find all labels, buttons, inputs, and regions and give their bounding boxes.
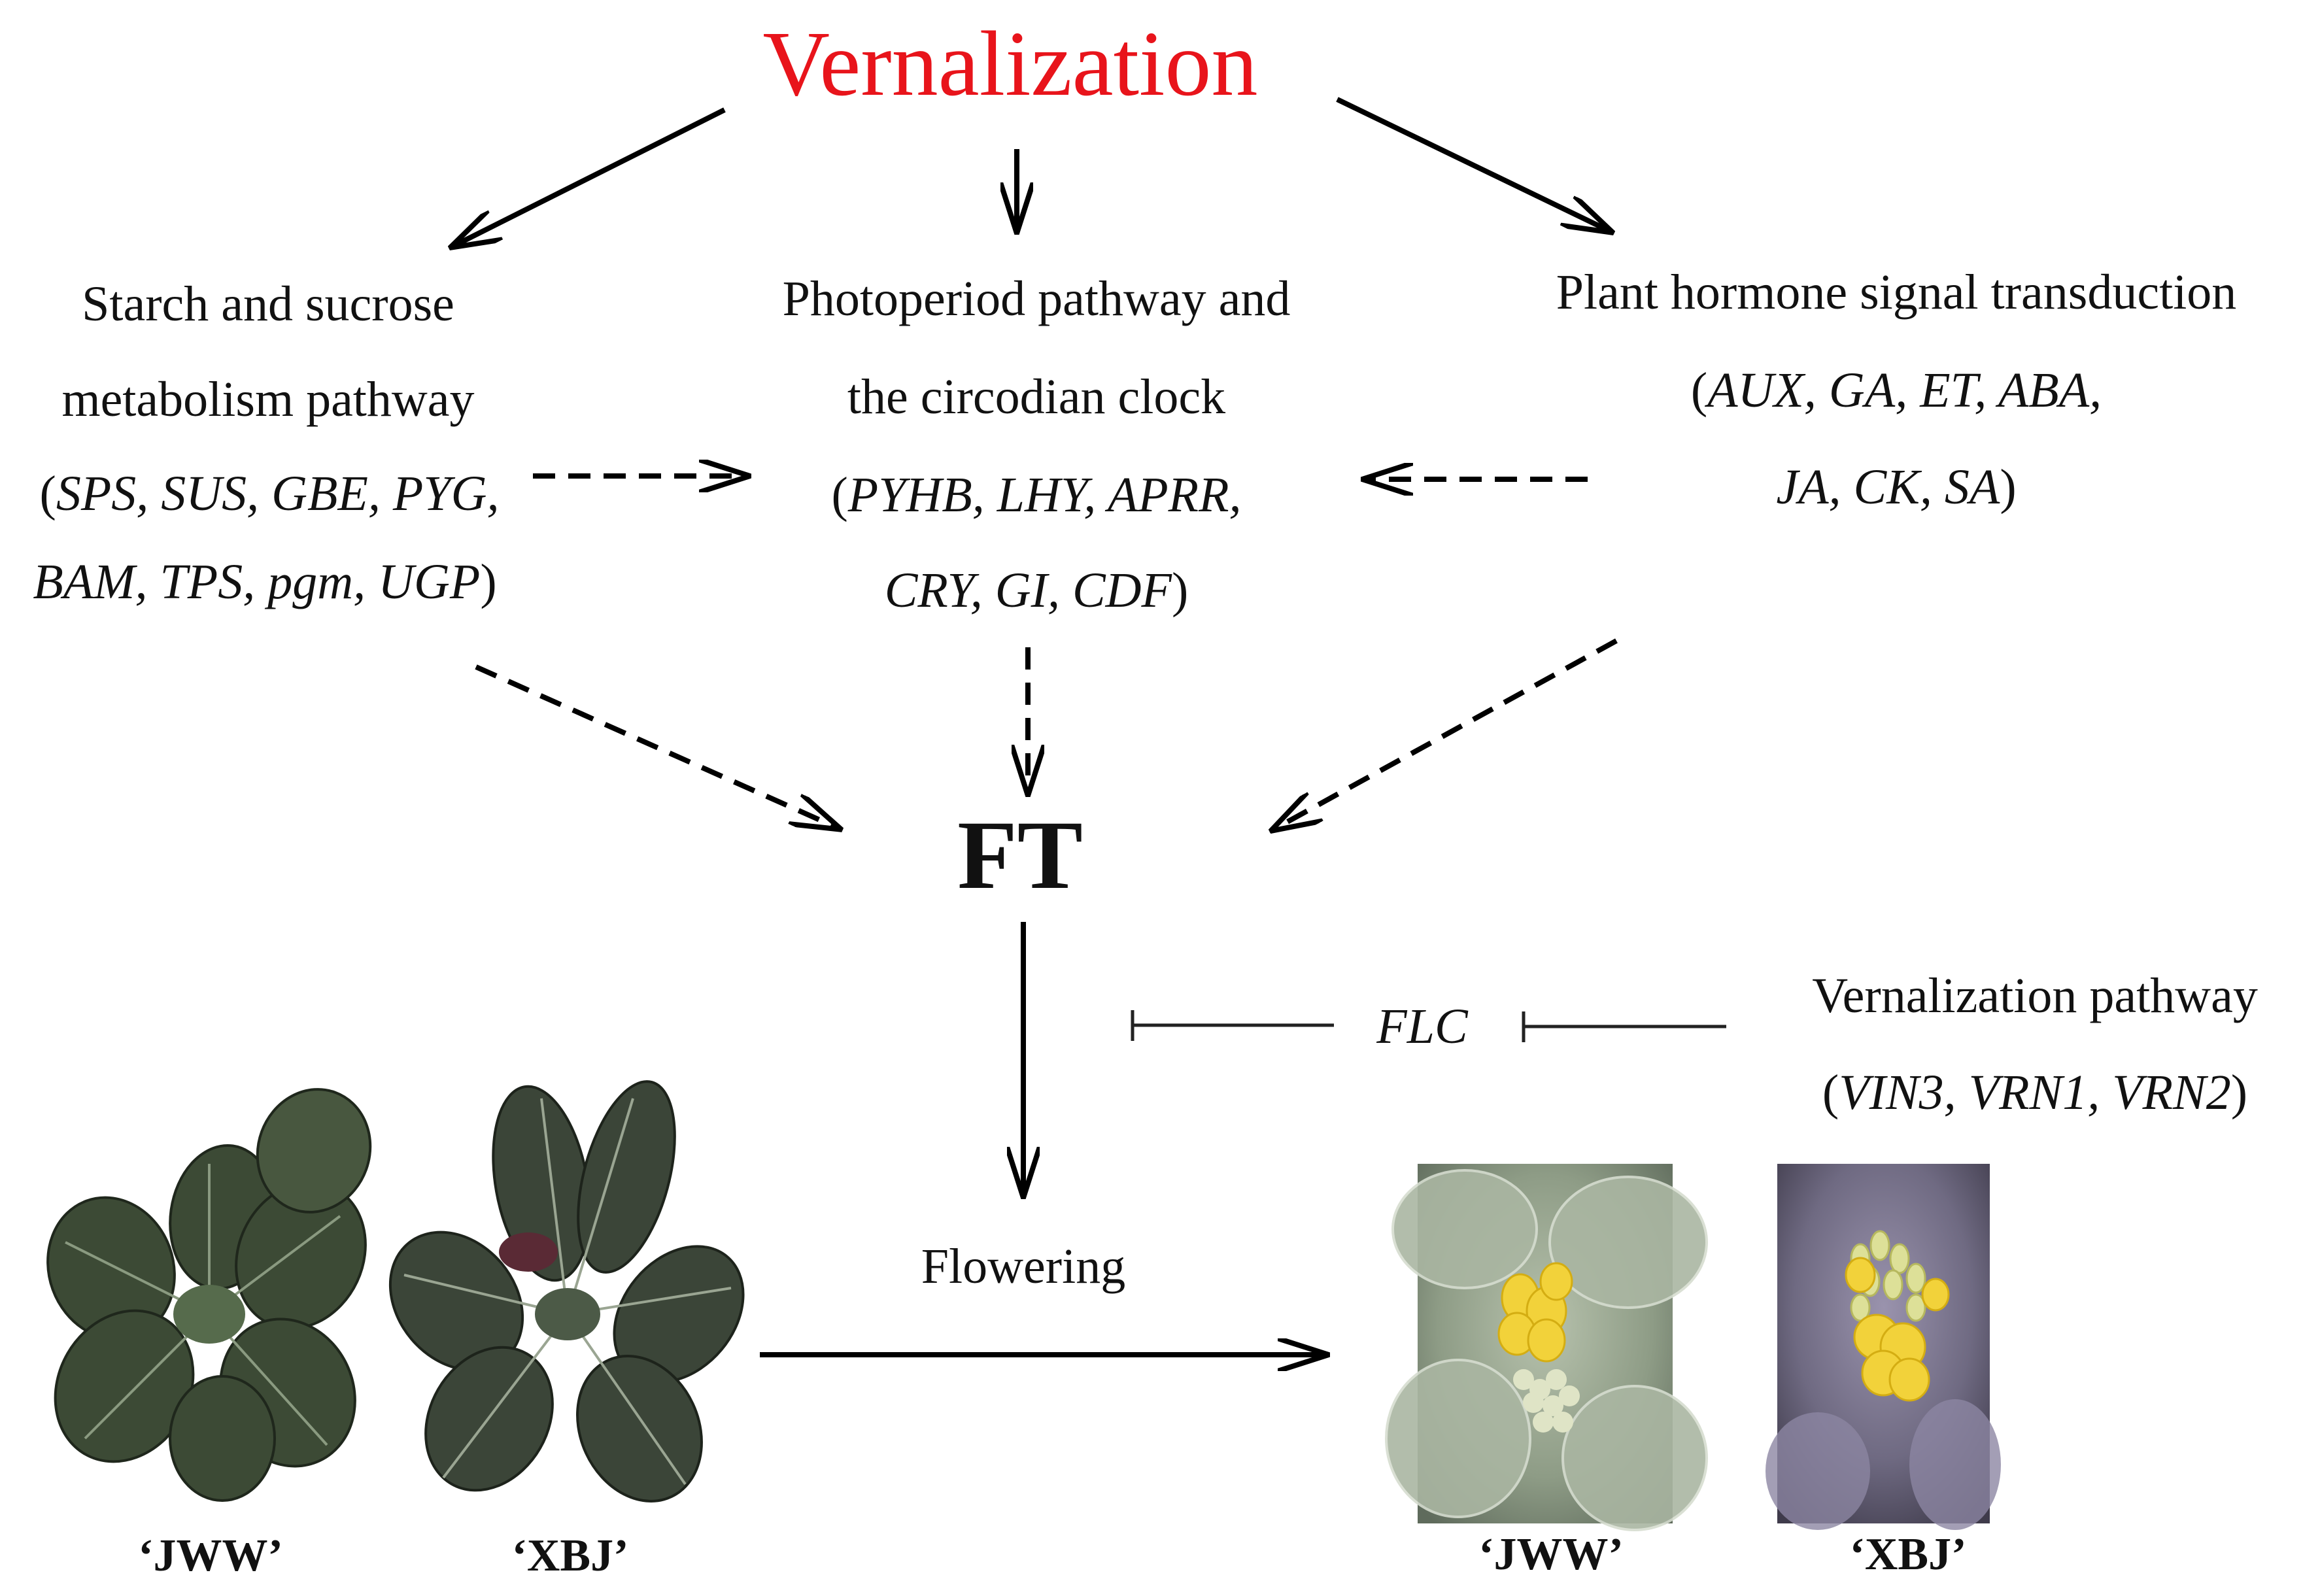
photoperiod-label-line2: the circodian clock: [847, 369, 1225, 424]
vernpath-genes: (VIN3, VRN1, VRN2): [1822, 1065, 2247, 1120]
arrow-vernalization-to-starch: [451, 107, 726, 247]
photoperiod-genes-line2: CRY, GI, CDF): [885, 563, 1189, 618]
node-photoperiod-circadian: Photoperiod pathway and the circodian cl…: [783, 271, 1291, 618]
photo-xbj-rosette: [388, 1080, 745, 1503]
photoperiod-genes-line1: (PYHB, LHY, APRR,: [831, 467, 1241, 522]
arrow-vernalization-to-hormone: [1336, 97, 1612, 232]
hormone-label-line1: Plant hormone signal transduction: [1556, 265, 2237, 320]
dashed-arrow-hormone-to-ft: [1272, 638, 1618, 830]
node-ft: FT: [957, 801, 1083, 909]
starch-genes-line1: (SPS, SUS, GBE, PYG,: [40, 466, 500, 521]
starch-label-line2: metabolism pathway: [61, 372, 474, 427]
dashed-arrow-starch-to-ft: [475, 664, 840, 829]
hormone-genes-line2: JA, CK, SA): [1776, 460, 2016, 515]
node-starch-sucrose: Starch and sucrose metabolism pathway (S…: [33, 277, 499, 609]
photoperiod-label-line1: Photoperiod pathway and: [783, 271, 1291, 326]
flc-inhibition: FLC: [1131, 999, 1726, 1054]
label-before-jww: ‘JWW’: [138, 1531, 283, 1581]
node-flc: FLC: [1376, 999, 1469, 1054]
photo-jww-rosette: [46, 1088, 372, 1502]
vernpath-label: Vernalization pathway: [1812, 968, 2258, 1023]
label-after-xbj: ‘XBJ’: [1850, 1529, 1967, 1580]
photo-xbj-flowering: [1766, 1164, 2001, 1530]
node-flowering: Flowering: [921, 1239, 1125, 1294]
hormone-genes-line1: (AUX, GA, ET, ABA,: [1691, 363, 2102, 418]
starch-genes-line2: BAM, TPS, pgm, UGP): [33, 554, 496, 609]
node-plant-hormone: Plant hormone signal transduction (AUX, …: [1556, 265, 2237, 515]
photo-jww-flowering: [1385, 1164, 1708, 1531]
node-vernalization-pathway: Vernalization pathway (VIN3, VRN1, VRN2): [1812, 968, 2258, 1120]
title-vernalization: Vernalization: [762, 12, 1257, 115]
label-before-xbj: ‘XBJ’: [512, 1531, 629, 1581]
label-after-jww: ‘JWW’: [1478, 1529, 1624, 1580]
starch-label-line1: Starch and sucrose: [82, 277, 454, 331]
